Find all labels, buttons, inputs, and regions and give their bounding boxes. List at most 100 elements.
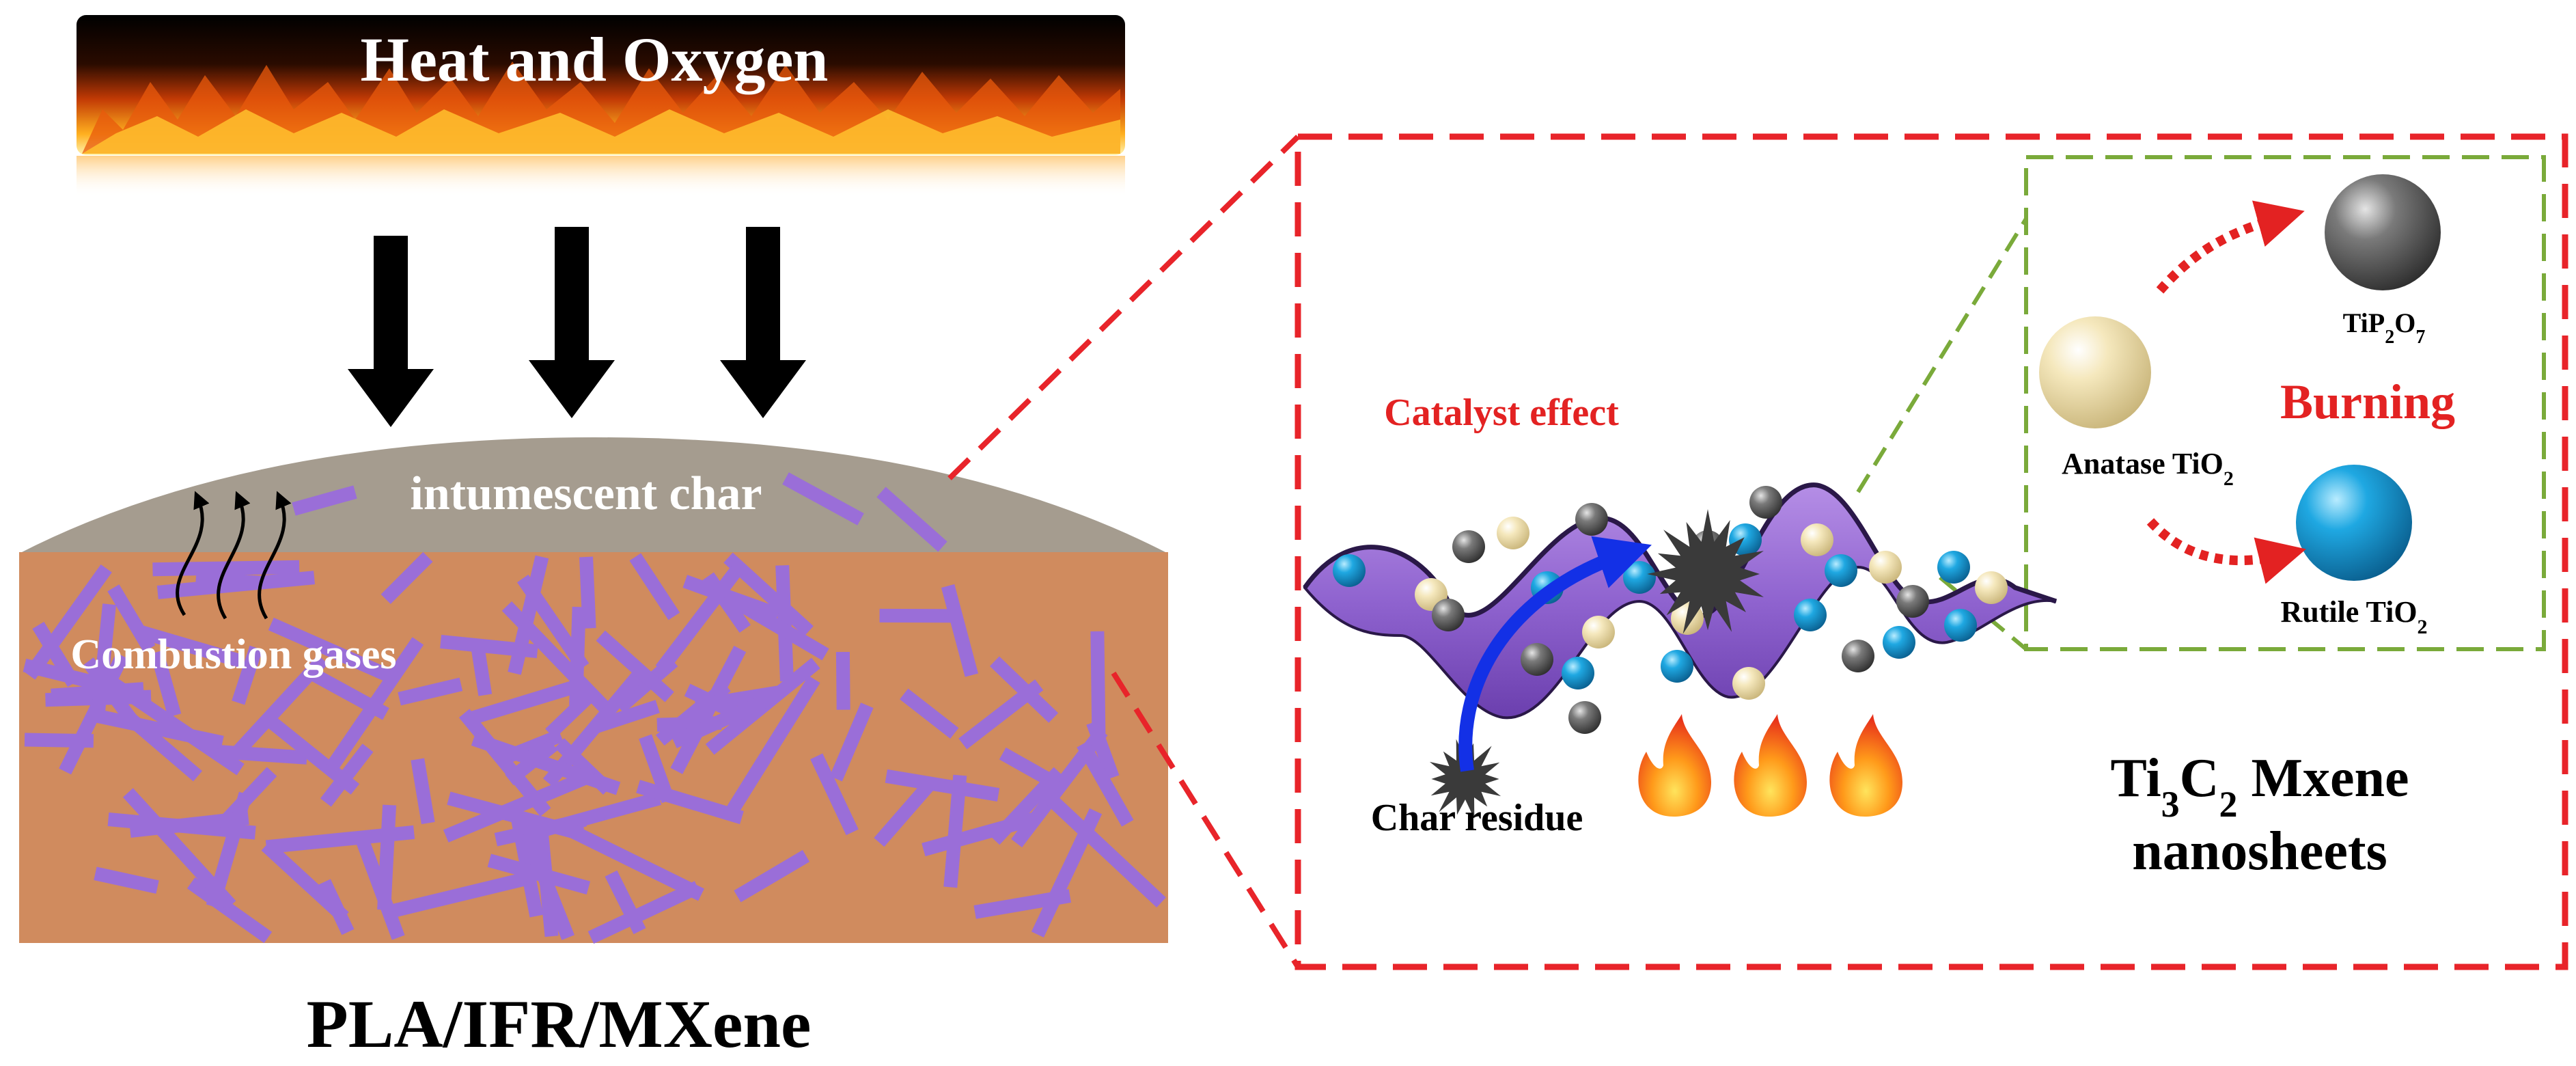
tip2o7-particle	[1452, 530, 1485, 563]
mxene-fiber	[32, 621, 80, 687]
mxene-fiber	[107, 584, 156, 653]
mxene-fiber	[636, 780, 744, 825]
char-residue-icon	[1429, 739, 1501, 819]
sample-name: PLA/IFR/MXene	[307, 986, 812, 1062]
zoom-lines	[947, 135, 1301, 969]
rutile-particle	[1794, 599, 1827, 631]
mxene-fiber	[206, 791, 253, 909]
mxene-fiber	[471, 678, 584, 724]
transformation-box	[2024, 155, 2546, 651]
catalyst-arrow	[1458, 536, 1652, 772]
mxene-fiber	[885, 769, 1000, 802]
combustion-gas-arrows	[176, 491, 292, 620]
mxene-fiber	[810, 753, 859, 836]
mxene-fiber	[734, 849, 810, 903]
anatase-particle	[1732, 667, 1765, 700]
mxene-nanosheet	[1303, 482, 2058, 734]
gas-wisp	[176, 491, 210, 616]
gas-wisp	[217, 491, 251, 620]
mxene-fiber	[587, 881, 701, 944]
mxene-fiber	[727, 675, 820, 814]
flame-banner-title: Heat and Oxygen	[361, 25, 829, 94]
mxene-fiber	[24, 564, 112, 680]
mxene-fiber	[829, 702, 874, 782]
flame-inner	[82, 109, 1120, 154]
mxene-fiber	[876, 487, 947, 552]
mxene-fiber	[874, 780, 935, 847]
mxene-fiber	[1046, 794, 1166, 907]
rutile-particle	[1661, 650, 1693, 683]
mxene-fiber	[1077, 740, 1134, 827]
mxene-sheet-label-line2: nanosheets	[2132, 821, 2387, 882]
mxene-fiber	[186, 877, 273, 944]
intumescent-char-layer	[19, 437, 1168, 554]
mxene-fiber	[411, 758, 435, 825]
mxene-fiber	[24, 733, 94, 748]
anatase-particle	[1869, 551, 1902, 584]
mxene-fiber	[377, 804, 397, 911]
mxene-fiber	[566, 823, 704, 901]
mxene-fiber	[605, 870, 646, 935]
mxene-fiber	[139, 625, 244, 668]
anatase-particle	[1582, 616, 1615, 648]
heat-arrows	[348, 227, 806, 427]
mxene-fiber	[398, 677, 463, 706]
mxene-fiber	[941, 584, 979, 677]
tip2o7-particle	[1521, 643, 1553, 676]
mxene-fiber	[195, 571, 260, 590]
flame-banner: Heat and Oxygen	[77, 15, 1125, 197]
gas-wisp	[258, 491, 292, 620]
rutile-particle	[1944, 609, 1977, 642]
rutile-particle	[1825, 554, 1857, 587]
mxene-fiber	[391, 872, 527, 918]
anatase-particle	[1975, 571, 2008, 604]
mxene-fibers	[23, 472, 1166, 944]
mxene-fiber	[232, 645, 263, 705]
mxene-fiber	[325, 637, 424, 772]
burning-label: Burning	[2280, 374, 2455, 429]
rutile-particle	[1562, 657, 1594, 689]
mxene-fiber	[835, 651, 850, 710]
mxene-fiber	[702, 572, 751, 633]
mechanism-box	[1294, 133, 2568, 970]
mxene-fiber	[318, 879, 355, 935]
mxene-fiber	[1090, 631, 1106, 735]
down-arrow	[529, 227, 615, 418]
catalyst-effect-label: Catalyst effect	[1384, 392, 1619, 434]
intumescent-char-label: intumescent char	[410, 467, 762, 520]
rutile-label: Rutile TiO2	[2280, 595, 2427, 638]
tip2o7-particle	[1896, 585, 1929, 618]
anatase-particle	[1497, 517, 1529, 549]
rutile-particle	[1937, 551, 1970, 584]
tip2o7-sphere	[2325, 174, 2441, 290]
anatase-tio2-sphere	[2039, 316, 2151, 428]
tip2o7-particle	[1842, 640, 1874, 672]
rutile-particle	[1623, 561, 1656, 594]
anatase-label: Anatase TiO2	[2062, 447, 2234, 490]
mxene-fiber	[268, 617, 398, 685]
sample-block: intumescent char Combustion gases	[19, 437, 1168, 944]
mxene-fiber	[522, 835, 574, 940]
mxene-fiber	[973, 889, 1071, 919]
mxene-fiber	[217, 745, 307, 765]
rutile-tio2-sphere	[2296, 465, 2412, 581]
combustion-gases-label: Combustion gases	[70, 631, 396, 678]
fire-icons	[1638, 714, 1902, 817]
mxene-sheet-label: Ti3C2 Mxene	[2111, 748, 2409, 825]
burning-arrow-up	[2156, 200, 2305, 294]
tip2o7-particle	[1432, 599, 1465, 631]
mxene-fiber	[443, 768, 596, 843]
anatase-particle	[1801, 523, 1833, 556]
mxene-fiber	[91, 603, 117, 713]
char-residue-label: Char residue	[1371, 797, 1583, 839]
mxene-fiber	[782, 472, 864, 525]
mxene-fiber	[958, 679, 1044, 750]
char-burst-on-sheet	[1647, 509, 1764, 634]
mxene-fiber	[150, 650, 182, 718]
mxene-fiber	[545, 690, 595, 739]
mxene-fiber	[655, 562, 745, 674]
down-arrow	[348, 236, 434, 427]
tip2o7-label: TiP2O7	[2343, 308, 2426, 348]
mxene-fiber	[86, 707, 224, 750]
